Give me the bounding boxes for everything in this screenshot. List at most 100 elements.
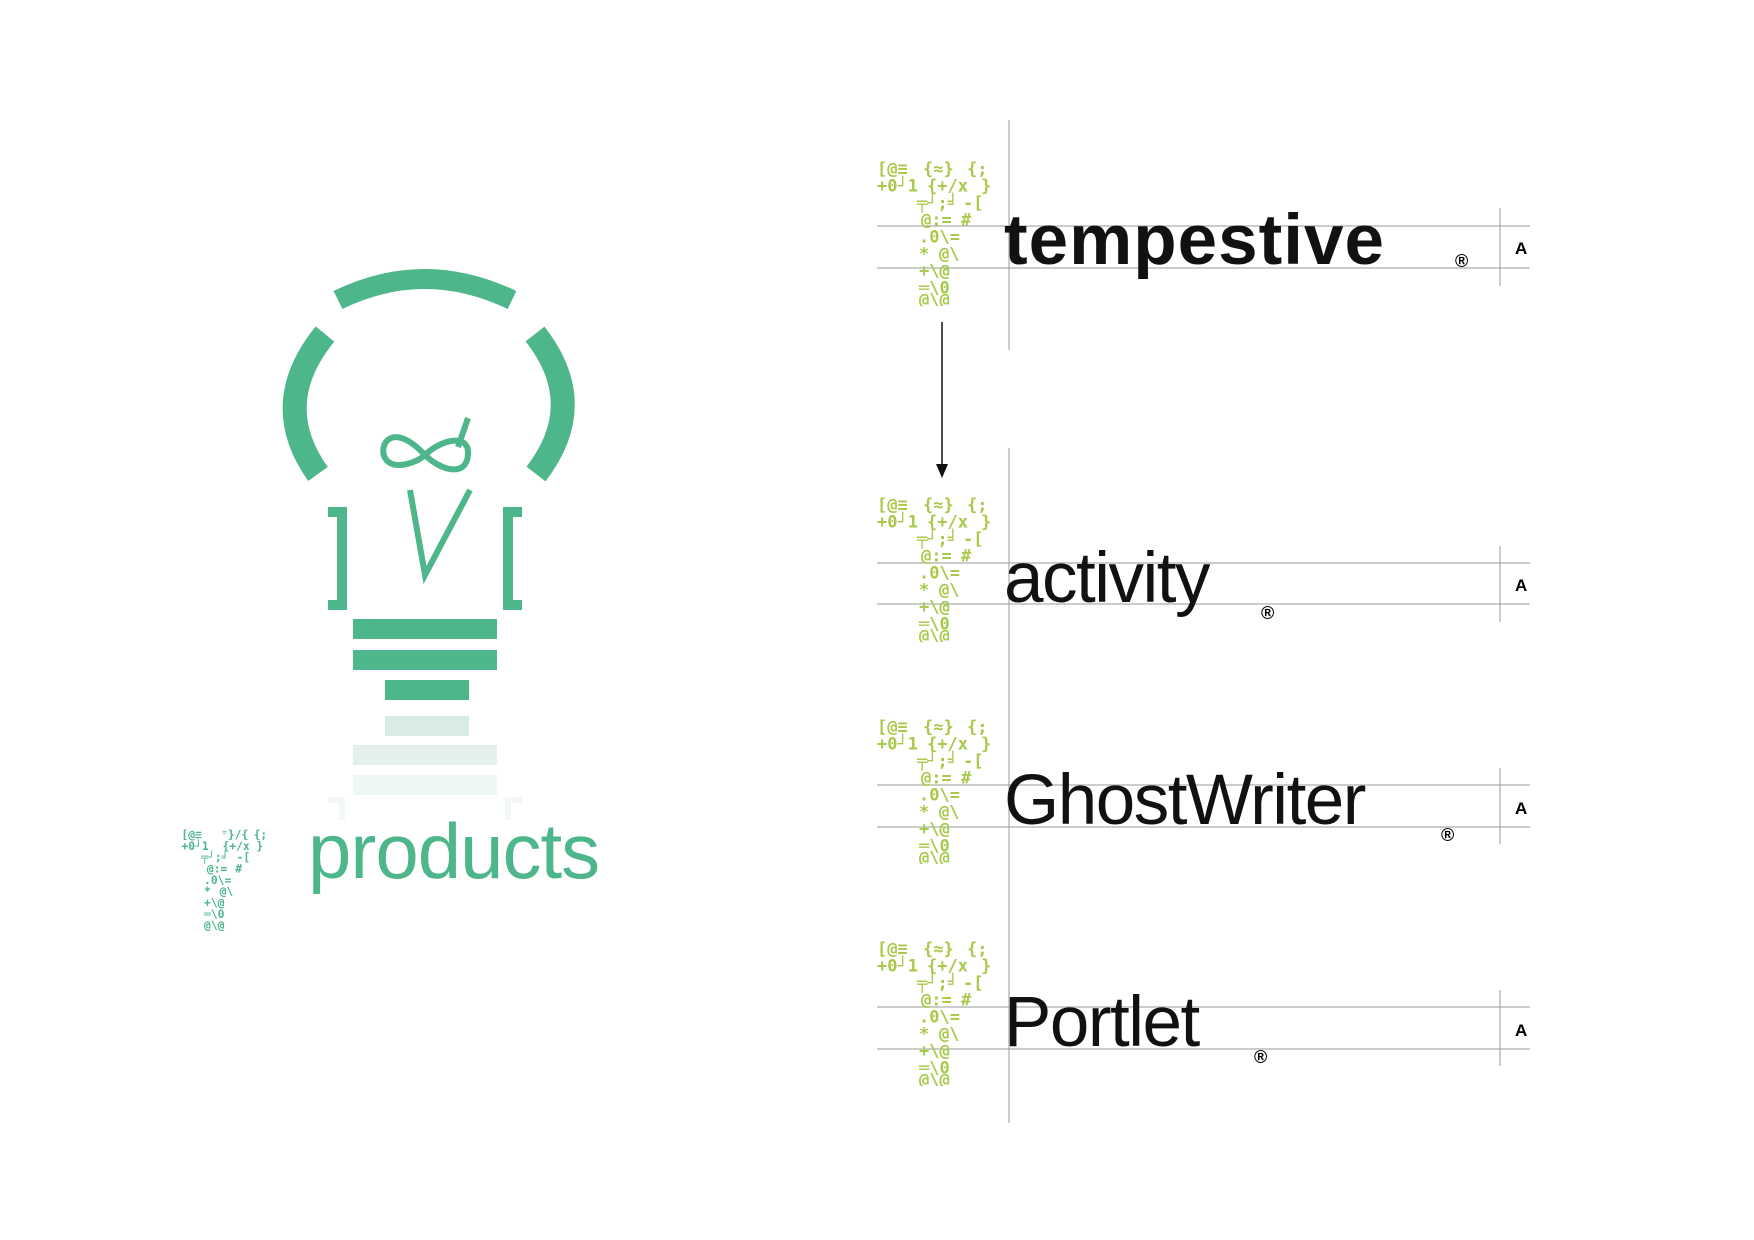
svg-text:@:=: @:= bbox=[207, 862, 228, 876]
svg-text:[@≡: [@≡ bbox=[181, 828, 202, 842]
svg-text:@:=: @:= bbox=[921, 769, 952, 789]
svg-text:.0\=: .0\= bbox=[919, 1008, 960, 1028]
construction-guides bbox=[877, 120, 1530, 1123]
svg-text:@\: @\ bbox=[939, 803, 959, 823]
svg-text:-[: -[ bbox=[963, 530, 983, 550]
svg-text:#: # bbox=[961, 211, 972, 231]
svg-text:+\@: +\@ bbox=[919, 820, 950, 840]
t-glyph-icon: [@≡{≈}{; +0┘1{+/x} ╤┘;╛-[ @:=# .0\= *@\ … bbox=[877, 940, 991, 1087]
svg-text:═\0: ═\0 bbox=[918, 279, 950, 299]
svg-text:@\@: @\@ bbox=[919, 849, 950, 865]
svg-text:}: } bbox=[981, 735, 991, 755]
svg-text:*: * bbox=[204, 884, 211, 898]
svg-text:@\: @\ bbox=[939, 1025, 959, 1045]
t-glyph-icon: [@≡ ⁼}/{ {; +0┘1 {+/x} ╤┘;╛ -[ @:= # .0\= * @\… bbox=[181, 828, 268, 932]
svg-text:+\@: +\@ bbox=[204, 896, 225, 910]
svg-text:+0┘1: +0┘1 bbox=[181, 839, 208, 853]
registered-mark: ® bbox=[1441, 825, 1455, 845]
svg-text:}: } bbox=[981, 177, 991, 197]
svg-text:-[: -[ bbox=[963, 194, 983, 214]
svg-text:@:=: @:= bbox=[921, 211, 952, 231]
svg-text:.0\=: .0\= bbox=[919, 564, 960, 584]
svg-text:+0┘1: +0┘1 bbox=[877, 176, 918, 197]
svg-text:{+/x: {+/x bbox=[222, 839, 249, 853]
svg-text:}: } bbox=[256, 839, 263, 853]
svg-text:[@≡: [@≡ bbox=[877, 940, 908, 960]
svg-text:+0┘1: +0┘1 bbox=[877, 956, 918, 977]
svg-text:*: * bbox=[919, 803, 929, 823]
svg-text:{+/x: {+/x bbox=[927, 735, 968, 755]
arrow-down-icon bbox=[936, 322, 948, 478]
svg-text:+0┘1: +0┘1 bbox=[877, 512, 918, 533]
measure-label: A bbox=[1515, 799, 1528, 818]
svg-text:{+/x: {+/x bbox=[927, 177, 968, 197]
measure-label: A bbox=[1515, 239, 1528, 258]
svg-text:{;: {; bbox=[967, 718, 987, 738]
svg-text:{+/x: {+/x bbox=[927, 957, 968, 977]
svg-text:═\0: ═\0 bbox=[918, 615, 950, 635]
svg-text:{;: {; bbox=[254, 828, 268, 842]
svg-text:{≈}: {≈} bbox=[923, 940, 954, 960]
svg-text:[@≡: [@≡ bbox=[877, 496, 908, 516]
svg-text:@\: @\ bbox=[939, 581, 959, 601]
svg-text:+\@: +\@ bbox=[919, 598, 950, 618]
svg-text:╤┘;╛: ╤┘;╛ bbox=[916, 973, 958, 994]
svg-text:═\0: ═\0 bbox=[203, 907, 225, 921]
products-wordmark: products bbox=[308, 807, 600, 895]
svg-text:}: } bbox=[981, 957, 991, 977]
svg-text:╤┘;╛: ╤┘;╛ bbox=[916, 529, 958, 550]
svg-text:+0┘1: +0┘1 bbox=[877, 734, 918, 755]
svg-text:#: # bbox=[235, 862, 242, 876]
svg-text:*: * bbox=[919, 581, 929, 601]
svg-text:⁼}/{: ⁼}/{ bbox=[221, 828, 248, 842]
svg-text:.0\=: .0\= bbox=[204, 873, 231, 887]
registered-mark: ® bbox=[1455, 251, 1469, 271]
svg-text:{;: {; bbox=[967, 496, 987, 516]
svg-text:@\@: @\@ bbox=[919, 1071, 950, 1087]
svg-text:-[: -[ bbox=[963, 752, 983, 772]
svg-text:{+/x: {+/x bbox=[927, 513, 968, 533]
svg-text:@\@: @\@ bbox=[919, 291, 950, 307]
svg-text:*: * bbox=[919, 1025, 929, 1045]
svg-text:#: # bbox=[961, 769, 972, 789]
svg-text:+\@: +\@ bbox=[919, 262, 950, 282]
bulb-glass bbox=[282, 269, 575, 482]
infinity-icon bbox=[380, 417, 473, 585]
bulb-base bbox=[353, 619, 497, 700]
svg-text:@:=: @:= bbox=[921, 547, 952, 567]
svg-text:.0\=: .0\= bbox=[919, 228, 960, 248]
svg-text:@\: @\ bbox=[939, 245, 959, 265]
measure-label: A bbox=[1515, 1021, 1528, 1040]
tempestive-wordmark: tempestive bbox=[1004, 201, 1385, 280]
svg-text:@\@: @\@ bbox=[919, 627, 950, 643]
svg-text:@:=: @:= bbox=[921, 991, 952, 1011]
svg-text:{≈}: {≈} bbox=[923, 160, 954, 180]
measure-label: A bbox=[1515, 576, 1528, 595]
svg-text:+\@: +\@ bbox=[919, 1042, 950, 1062]
t-glyph-icon: [@≡{≈}{; +0┘1{+/x} ╤┘;╛-[ @:=# .0\= *@\ … bbox=[877, 718, 991, 865]
registered-mark: ® bbox=[1254, 1047, 1268, 1067]
svg-text:═\0: ═\0 bbox=[918, 837, 950, 857]
bulb-brackets bbox=[328, 507, 522, 610]
svg-text:═\0: ═\0 bbox=[918, 1059, 950, 1079]
svg-text:[@≡: [@≡ bbox=[877, 160, 908, 180]
portlet-wordmark: Portlet bbox=[1004, 983, 1200, 1062]
svg-text:╤┘;╛: ╤┘;╛ bbox=[916, 751, 958, 772]
activity-wordmark: activity bbox=[1004, 539, 1211, 618]
svg-text:@\: @\ bbox=[220, 884, 234, 898]
registered-mark: ® bbox=[1261, 603, 1275, 623]
ghostwriter-wordmark: GhostWriter bbox=[1004, 761, 1366, 840]
svg-text:{;: {; bbox=[967, 940, 987, 960]
svg-text:-[: -[ bbox=[963, 974, 983, 994]
svg-text:#: # bbox=[961, 991, 972, 1011]
svg-text:#: # bbox=[961, 547, 972, 567]
t-glyph-icon: [@≡{≈}{; +0┘1{+/x} ╤┘;╛-[ @:=# .0\= *@\ … bbox=[877, 496, 991, 643]
svg-text:.0\=: .0\= bbox=[919, 786, 960, 806]
svg-text:╤┘;╛: ╤┘;╛ bbox=[916, 193, 958, 214]
svg-text:}: } bbox=[981, 513, 991, 533]
svg-text:╤┘;╛: ╤┘;╛ bbox=[200, 850, 228, 865]
svg-text:*: * bbox=[919, 245, 929, 265]
svg-text:-[: -[ bbox=[237, 850, 251, 864]
svg-text:{;: {; bbox=[967, 160, 987, 180]
